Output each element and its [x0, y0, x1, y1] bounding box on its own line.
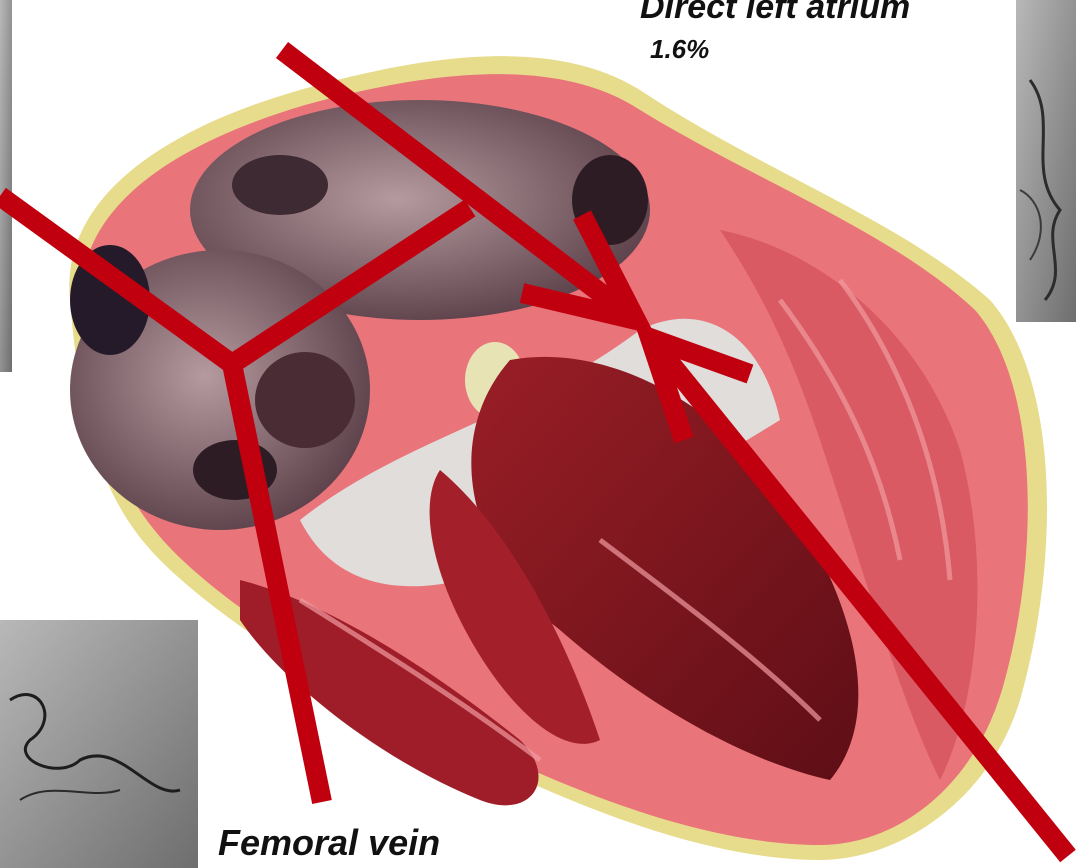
- xray-thumbnail-bottom-left: [0, 620, 198, 868]
- femoral-vein-label: Femoral vein: [218, 822, 440, 864]
- vena-cava-opening: [255, 352, 355, 448]
- pulmonary-vein-opening: [232, 155, 328, 215]
- direct-left-atrium-percentage: 1.6%: [650, 34, 709, 65]
- xray-thumbnail-top-right: [1016, 0, 1076, 322]
- xray-thumbnail-top-left: [0, 0, 12, 372]
- direct-left-atrium-label: Direct left atrium: [640, 0, 910, 27]
- heart-cross-section-illustration: [69, 56, 1047, 860]
